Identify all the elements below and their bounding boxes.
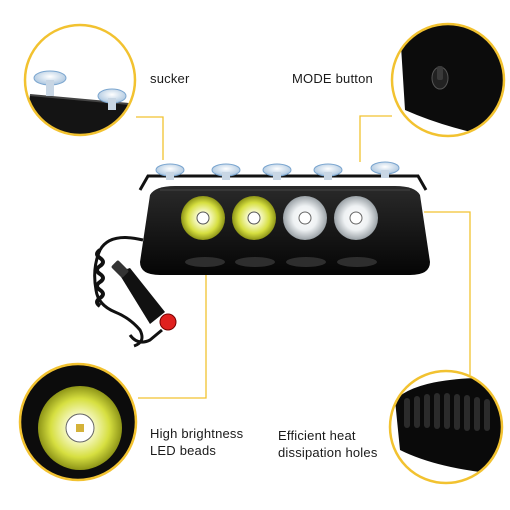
cigarette-plug xyxy=(111,260,177,344)
heat-holes-label: Efficient heat dissipation holes xyxy=(278,427,378,461)
sucker-label-text: sucker xyxy=(150,71,190,86)
inset-suckers xyxy=(23,23,137,137)
leader-line-heat xyxy=(424,211,471,375)
leader-line-sucker xyxy=(136,116,164,160)
heat-holes-label-line2: dissipation holes xyxy=(278,445,378,460)
led-yellow-2 xyxy=(232,196,276,240)
leader-line-led xyxy=(138,245,207,399)
led-yellow-1 xyxy=(181,196,225,240)
inset-heat-holes xyxy=(388,369,504,485)
leader-line-mode xyxy=(359,115,392,162)
coiled-cord xyxy=(93,236,144,348)
heat-holes-label-line1: Efficient heat xyxy=(278,428,356,443)
led-white-1 xyxy=(283,196,327,240)
led-beads-label-line1: High brightness xyxy=(150,426,244,441)
led-beads xyxy=(181,196,378,240)
sucker-label: sucker xyxy=(150,70,190,87)
inset-led xyxy=(18,362,138,482)
suction-cups xyxy=(155,161,400,180)
led-beads-label: High brightness LED beads xyxy=(150,425,243,459)
mode-button-label-text: MODE button xyxy=(292,71,373,86)
led-beads-label-line2: LED beads xyxy=(150,443,217,458)
mount-bracket xyxy=(138,174,428,191)
inset-mode-button xyxy=(390,22,506,138)
led-white-2 xyxy=(334,196,378,240)
leader-lines xyxy=(136,115,471,399)
mode-button-label: MODE button xyxy=(292,70,373,87)
light-bar-body xyxy=(140,186,430,275)
